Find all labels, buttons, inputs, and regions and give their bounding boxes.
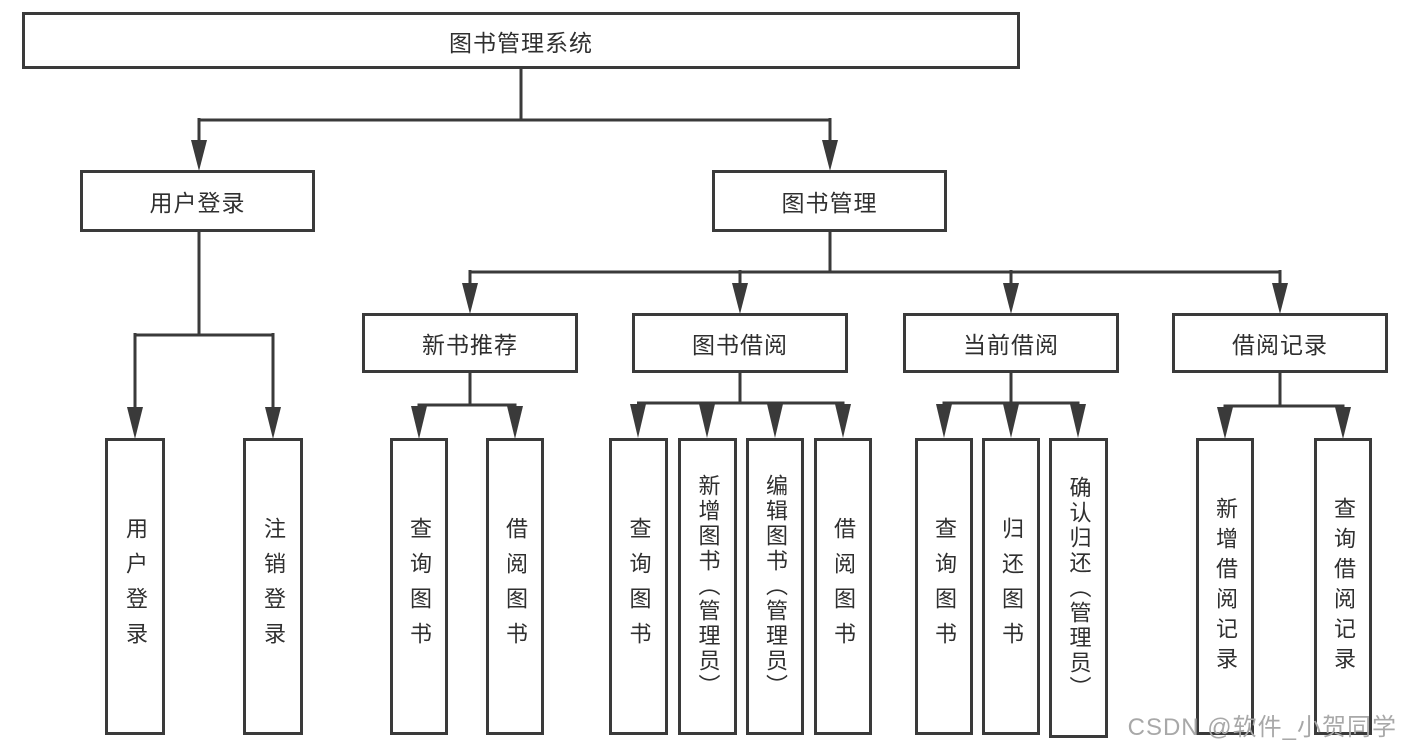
- node-root: 图书管理系统: [22, 12, 1020, 69]
- csdn-watermark: CSDN @软件_小贺同学: [1127, 714, 1397, 741]
- leaf-return-books: 归还图书: [982, 438, 1040, 735]
- leaf-borrow-books: 借阅图书: [814, 438, 872, 735]
- leaf-logout-login: 注销登录: [243, 438, 303, 735]
- leaf-add-borrow-record-label: 新增借阅记录: [1213, 496, 1238, 677]
- leaf-query-books-current: 查询图书: [915, 438, 973, 735]
- leaf-query-borrow-record: 查询借阅记录: [1314, 438, 1372, 735]
- leaf-edit-books-admin: 编辑图书（管理员）: [746, 438, 804, 735]
- node-user-login: 用户登录: [80, 170, 315, 232]
- leaf-user-login: 用户登录: [105, 438, 165, 735]
- leaf-add-books-admin: 新增图书（管理员）: [678, 438, 737, 735]
- node-borrow-records-label: 借阅记录: [1232, 332, 1328, 358]
- leaf-query-books-recommend: 查询图书: [390, 438, 448, 735]
- leaf-query-books-current-label: 查询图书: [932, 516, 957, 657]
- node-book-management: 图书管理: [712, 170, 947, 232]
- leaf-return-books-label: 归还图书: [999, 516, 1024, 657]
- leaf-borrow-books-label: 借阅图书: [831, 516, 856, 657]
- leaf-add-borrow-record: 新增借阅记录: [1196, 438, 1254, 735]
- leaf-edit-books-admin-label: 编辑图书（管理员）: [763, 474, 788, 699]
- node-root-label: 图书管理系统: [449, 29, 593, 56]
- node-new-book-recommend: 新书推荐: [362, 313, 578, 373]
- node-book-management-label: 图书管理: [781, 190, 878, 216]
- leaf-query-borrow-record-label: 查询借阅记录: [1331, 496, 1356, 677]
- leaf-query-books-borrowing-label: 查询图书: [626, 516, 652, 657]
- node-book-borrowing-label: 图书借阅: [692, 332, 788, 358]
- node-borrow-records: 借阅记录: [1172, 313, 1388, 373]
- node-current-borrowing-label: 当前借阅: [963, 332, 1059, 358]
- leaf-add-books-admin-label: 新增图书（管理员）: [695, 474, 721, 699]
- leaf-logout-login-label: 注销登录: [261, 516, 286, 657]
- leaf-borrow-books-recommend-label: 借阅图书: [503, 516, 528, 657]
- node-current-borrowing: 当前借阅: [903, 313, 1119, 373]
- node-new-book-recommend-label: 新书推荐: [422, 332, 518, 358]
- node-book-borrowing: 图书借阅: [632, 313, 848, 373]
- leaf-borrow-books-recommend: 借阅图书: [486, 438, 544, 735]
- leaf-confirm-return-admin-label: 确认归还（管理员）: [1066, 475, 1092, 701]
- leaf-confirm-return-admin: 确认归还（管理员）: [1049, 438, 1108, 738]
- leaf-query-books-borrowing: 查询图书: [609, 438, 668, 735]
- node-user-login-label: 用户登录: [149, 190, 246, 216]
- leaf-query-books-recommend-label: 查询图书: [407, 516, 432, 657]
- leaf-user-login-label: 用户登录: [123, 516, 148, 657]
